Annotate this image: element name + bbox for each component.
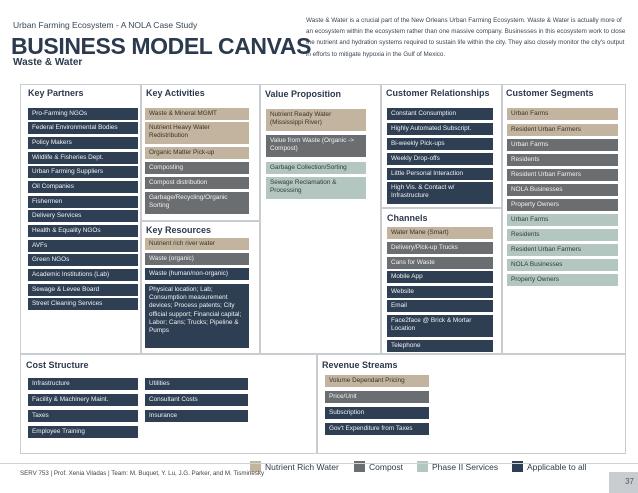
key-partner-item: Federal Environmental Bodies	[28, 122, 138, 134]
customer-segment-item: Residents	[507, 154, 618, 166]
cost-structure-title: Cost Structure	[26, 360, 89, 370]
customer-segment-item: Resident Urban Farmers	[507, 169, 618, 181]
cost-item: Insurance	[145, 410, 248, 422]
key-partner-item: Health & Equality NGOs	[28, 225, 138, 237]
value-proposition-item: Value from Waste (Organic -> Compost)	[266, 135, 366, 157]
legend-nutrient-rich-water: Nutrient Rich Water	[250, 461, 339, 472]
revenue-item: Subscription	[325, 407, 429, 419]
key-partner-item: Academic Institutions (Lab)	[28, 269, 138, 281]
legend-swatch	[250, 461, 261, 472]
key-activity-item: Nutrient Heavy Water Redistribution	[145, 122, 249, 144]
footer-divider	[0, 463, 638, 464]
legend-swatch	[354, 461, 365, 472]
customer-relationship-item: High Vis. & Contact w/ Infrastructure	[387, 182, 493, 204]
key-partner-item: Policy Makers	[28, 137, 138, 149]
revenue-item: Volume Dependant Pricing	[325, 375, 429, 387]
value-proposition-title: Value Proposition	[265, 89, 342, 99]
legend-applicable-to-all: Applicable to all	[512, 461, 587, 472]
cost-item: Infrastructure	[28, 378, 138, 390]
channel-item: Water Mane (Smart)	[387, 227, 493, 239]
key-partner-item: Fishermen	[28, 196, 138, 208]
revenue-streams-panel	[317, 354, 626, 454]
key-partner-item: Oil Companies	[28, 181, 138, 193]
key-partner-item: Pro-Farming NGOs	[28, 108, 138, 120]
customer-segment-item: Property Owners	[507, 274, 618, 286]
key-resource-item: Waste (human/non-organic)	[145, 268, 249, 280]
legend-compost: Compost	[354, 461, 403, 472]
customer-segment-item: Residents	[507, 229, 618, 241]
revenue-item: Gov't Expenditure from Taxes	[325, 423, 429, 435]
customer-segment-item: NOLA Businesses	[507, 184, 618, 196]
legend-label: Phase II Services	[432, 461, 499, 472]
customer-segment-item: Urban Farms	[507, 108, 618, 120]
key-partner-item: Delivery Services	[28, 210, 138, 222]
page-number-tab: 37	[609, 472, 638, 493]
value-proposition-item: Nutrient Ready Water (Mississippi River)	[266, 109, 366, 131]
page-subtitle: Urban Farming Ecosystem - A NOLA Case St…	[13, 20, 198, 30]
key-activity-item: Organic Matter Pick-up	[145, 147, 249, 159]
key-partner-item: Sewage & Levee Board	[28, 284, 138, 296]
customer-relationship-item: Little Personal Interaction	[387, 168, 493, 180]
legend-label: Applicable to all	[527, 461, 587, 472]
channels-title: Channels	[387, 213, 428, 223]
channel-item: Face2face @ Brick & Mortar Location	[387, 315, 493, 337]
key-activities-title: Key Activities	[146, 88, 205, 98]
customer-relationship-item: Constant Consumption	[387, 108, 493, 120]
key-resource-item: Physical location; Lab; Consumption meas…	[145, 284, 249, 348]
channel-item: Cans for Waste	[387, 257, 493, 269]
legend-swatch	[417, 461, 428, 472]
key-activity-item: Composting	[145, 162, 249, 174]
page-title: BUSINESS MODEL CANVAS	[11, 33, 312, 59]
key-partner-item: Street Cleaning Services	[28, 298, 138, 310]
customer-segments-title: Customer Segments	[506, 88, 594, 98]
customer-segment-item: Urban Farms	[507, 139, 618, 151]
key-partner-item: Green NGOs	[28, 254, 138, 266]
legend-label: Nutrient Rich Water	[265, 461, 339, 472]
customer-segment-item: Resident Urban Farmers	[507, 124, 618, 136]
key-partners-title: Key Partners	[28, 88, 84, 98]
legend-swatch	[512, 461, 523, 472]
key-resource-item: Waste (organic)	[145, 253, 249, 265]
key-resources-title: Key Resources	[146, 225, 212, 235]
legend-label: Compost	[369, 461, 404, 472]
value-proposition-item: Garbage Collection/Sorting	[266, 162, 366, 174]
cost-item: Consultant Costs	[145, 394, 248, 406]
key-partner-item: AVFs	[28, 240, 138, 252]
customer-segment-item: Urban Farms	[507, 214, 618, 226]
channel-item: Website	[387, 286, 493, 298]
cost-item: Facility & Machinery Maint.	[28, 394, 138, 406]
cost-item: Employee Training	[28, 426, 138, 438]
customer-relationships-title: Customer Relationships	[386, 88, 490, 98]
customer-segment-item: Property Owners	[507, 199, 618, 211]
intro-paragraph: Waste & Water is a crucial part of the N…	[306, 17, 626, 58]
key-activity-item: Waste & Mineral MGMT	[145, 108, 249, 120]
customer-relationship-item: Bi-weekly Pick-ups	[387, 138, 493, 150]
cost-item: Utilities	[145, 378, 248, 390]
footer-credits: SERV 753 | Prof. Xenia Viladas | Team: M…	[20, 470, 265, 477]
key-partner-item: Urban Farming Suppliers	[28, 166, 138, 178]
customer-segment-item: NOLA Businesses	[507, 259, 618, 271]
key-partner-item: Wildlife & Fisheries Dept.	[28, 152, 138, 164]
customer-relationship-item: Highly Automated Subscript.	[387, 123, 493, 135]
legend-phase-ii-services: Phase II Services	[417, 461, 498, 472]
key-activity-item: Compost distribution	[145, 177, 249, 189]
page-subheading: Waste & Water	[13, 57, 83, 68]
key-activity-item: Garbage/Recycling/Organic Sorting	[145, 192, 249, 214]
value-proposition-item: Sewage Reclamation & Processing	[266, 177, 366, 199]
channel-item: Telephone	[387, 340, 493, 352]
revenue-item: Price/Unit	[325, 391, 429, 403]
cost-item: Taxes	[28, 410, 138, 422]
key-resource-item: Nutrient rich river water	[145, 238, 249, 250]
customer-segment-item: Resident Urban Farmers	[507, 244, 618, 256]
page-number: 37	[625, 477, 634, 486]
revenue-streams-title: Revenue Streams	[322, 360, 398, 370]
channel-item: Delivery/Pick-up Trucks	[387, 242, 493, 254]
channel-item: Email	[387, 300, 493, 312]
customer-relationship-item: Weekly Drop-offs	[387, 153, 493, 165]
channel-item: Mobile App	[387, 271, 493, 283]
